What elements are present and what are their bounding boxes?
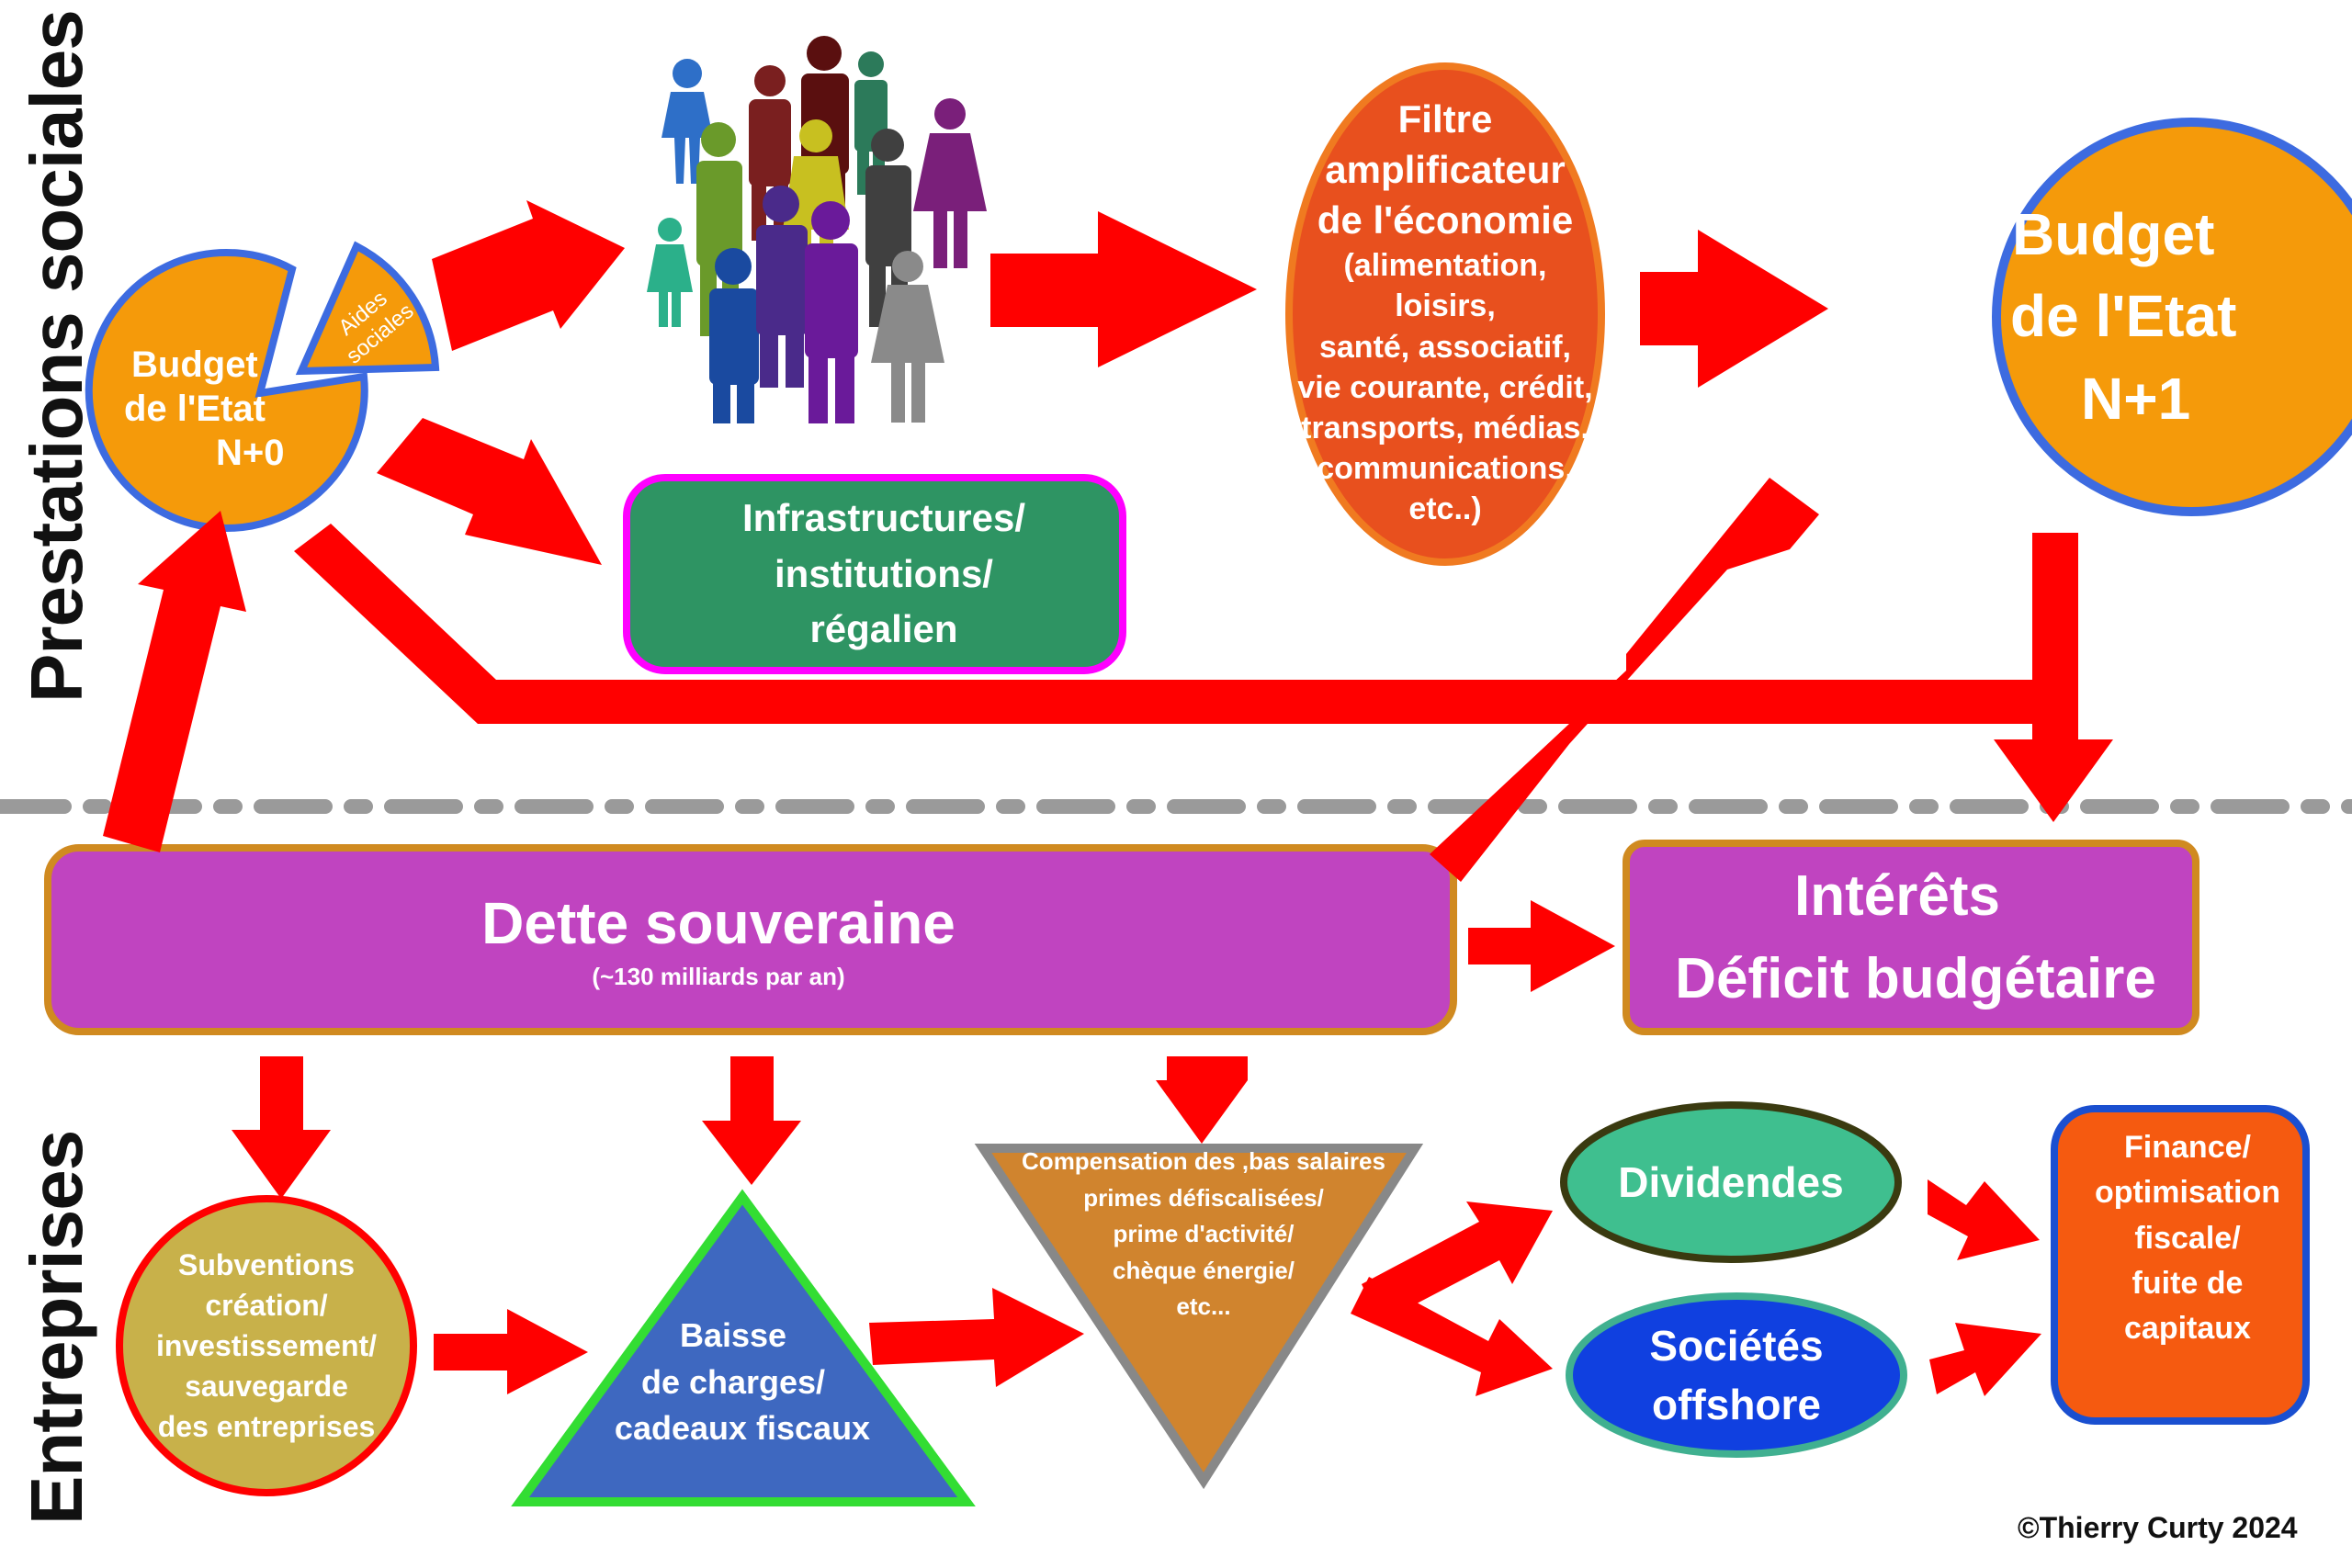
copyright-text: ©Thierry Curty 2024 <box>2018 1511 2298 1544</box>
subventions-circle <box>116 1195 417 1496</box>
arrow-compensation-to-dividendes <box>1362 1201 1553 1323</box>
interets-label: Intérêts Déficit budgétaire <box>1626 843 2205 1032</box>
subventions-line-3: investissement/ <box>155 1328 378 1362</box>
interets-line-1: Intérêts <box>1794 863 2000 928</box>
arrow-offshore-to-finance <box>1929 1323 2041 1396</box>
arrow-subventions-to-baisse <box>434 1309 588 1394</box>
finance-label: Finance/ optimisation fiscale/ fuite de … <box>2054 1125 2321 1373</box>
arrow-dette-to-baisse <box>702 1056 801 1185</box>
arrow-filtre-to-budget-n1 <box>1640 230 1828 388</box>
baisse-triangle <box>511 1189 976 1506</box>
subventions-line-1: Subventions <box>177 1247 355 1281</box>
infrastructures-line-3: régalien <box>809 607 958 651</box>
arrow-people-to-filtre <box>990 211 1257 367</box>
budget-n1-line-2: de l'Etat <box>2010 283 2237 350</box>
compensation-line-3: prime d'activité/ <box>1113 1220 1295 1248</box>
arrows <box>103 200 2113 1396</box>
compensation-line-4: chèque énergie/ <box>1113 1256 1295 1284</box>
finance-line-3: fiscale/ <box>2134 1220 2241 1256</box>
arrow-budget-to-infra <box>377 418 602 565</box>
budget-n1-circle <box>1992 118 2352 516</box>
finance-line-1: Finance/ <box>2124 1130 2251 1165</box>
finance-line-5: capitaux <box>2124 1311 2251 1347</box>
offshore-line-1: Sociétés <box>1649 1321 1824 1370</box>
offshore-label: Sociétés offshore <box>1569 1304 1904 1446</box>
arrow-dividendes-to-finance <box>1928 1179 2040 1260</box>
compensation-line-1: Compensation des ,bas salaires <box>1022 1147 1385 1175</box>
infrastructures-box <box>623 474 1126 674</box>
dette-box <box>44 844 1457 1035</box>
budget-n1-label: Budget de l'Etat N+1 <box>2010 184 2352 450</box>
baisse-line-3: cadeaux fiscaux <box>614 1409 871 1448</box>
infrastructures-label: Infrastructures/ institutions/ régalien <box>627 478 1141 671</box>
arrow-dette-to-compensation <box>1156 1056 1248 1144</box>
subventions-label: Subventions création/ investissement/ sa… <box>119 1231 413 1461</box>
finance-line-2: optimisation <box>2094 1175 2281 1211</box>
compensation-line-2: primes défiscalisées/ <box>1083 1183 1324 1212</box>
filtre-ellipse <box>1285 62 1605 566</box>
arrow-baisse-to-compensation <box>869 1288 1084 1387</box>
finance-line-4: fuite de <box>2132 1265 2244 1301</box>
compensation-label: Compensation des ,bas salaires primes dé… <box>1001 1144 1406 1327</box>
filtre-line-4: (alimentation, loisirs, <box>1343 248 1547 324</box>
aides-sociales-slice <box>295 241 440 376</box>
finance-box <box>2051 1105 2310 1425</box>
filtre-line-8: communications, <box>1317 451 1574 487</box>
filtre-line-3: de l'économie <box>1317 197 1574 242</box>
filtre-line-7: transports, médias, <box>1301 410 1589 446</box>
budget-n0-line-2: de l'Etat <box>124 389 266 429</box>
filtre-line-1: Filtre <box>1397 97 1493 141</box>
crowd-of-people-icon <box>647 36 987 423</box>
arrow-budget-to-people <box>432 200 625 351</box>
arrow-dette-to-interets <box>1468 900 1615 992</box>
compensation-triangle <box>974 1144 1424 1490</box>
offshore-ellipse <box>1566 1292 1907 1458</box>
filtre-line-9: etc..) <box>1408 491 1482 527</box>
filtre-line-6: vie courante, crédit, <box>1297 369 1593 405</box>
budget-n1-line-3: N+1 <box>2081 365 2191 432</box>
infrastructures-line-1: Infrastructures/ <box>741 495 1026 539</box>
arrow-dette-to-budget-n0 <box>103 511 246 852</box>
dette-subtitle: (~130 milliards par an) <box>592 962 845 990</box>
section-label-prestations: Prestations sociales <box>16 10 97 703</box>
budget-n0-line-3: N+0 <box>216 433 285 473</box>
filtre-label: Filtre amplificateur de l'économie (alim… <box>1289 87 1601 537</box>
budget-n0-label: Budget de l'Etat N+0 <box>124 331 308 487</box>
subventions-line-2: création/ <box>205 1288 328 1322</box>
arrow-budget-n1-to-interets <box>1994 533 2113 822</box>
filtre-line-2: amplificateur <box>1325 148 1566 192</box>
compensation-line-5: etc... <box>1176 1292 1231 1321</box>
filtre-line-5: santé, associatif, <box>1318 329 1571 365</box>
arrow-compensation-to-offshore <box>1351 1277 1553 1396</box>
dette-label: Dette souveraine (~130 milliards par an) <box>48 848 1389 1032</box>
dette-title: Dette souveraine <box>481 889 956 956</box>
dividendes-ellipse <box>1560 1101 1902 1263</box>
dividendes-label: Dividendes <box>1564 1139 1898 1225</box>
subventions-line-5: des entreprises <box>157 1410 376 1444</box>
baisse-line-2: de charges/ <box>640 1362 826 1401</box>
arrow-dette-to-budget-n1 <box>1430 478 1819 882</box>
arrow-dette-to-subventions <box>232 1056 331 1199</box>
section-label-entreprises: Entreprises <box>16 1130 97 1525</box>
budget-n1-line-1: Budget <box>2012 200 2215 267</box>
budget-n0-line-1: Budget <box>131 344 258 385</box>
offshore-line-2: offshore <box>1652 1381 1821 1428</box>
interets-box <box>1623 840 2199 1035</box>
arrow-budget-loop <box>294 524 2058 724</box>
baisse-line-1: Baisse <box>679 1316 787 1355</box>
interets-line-2: Déficit budgétaire <box>1675 946 2156 1010</box>
budget-n0-pie <box>85 241 440 532</box>
dividendes-text: Dividendes <box>1618 1158 1844 1206</box>
subventions-line-4: sauvegarde <box>185 1370 348 1404</box>
baisse-label: Baisse de charges/ cadeaux fiscaux <box>577 1309 908 1456</box>
infrastructures-line-2: institutions/ <box>775 551 993 595</box>
